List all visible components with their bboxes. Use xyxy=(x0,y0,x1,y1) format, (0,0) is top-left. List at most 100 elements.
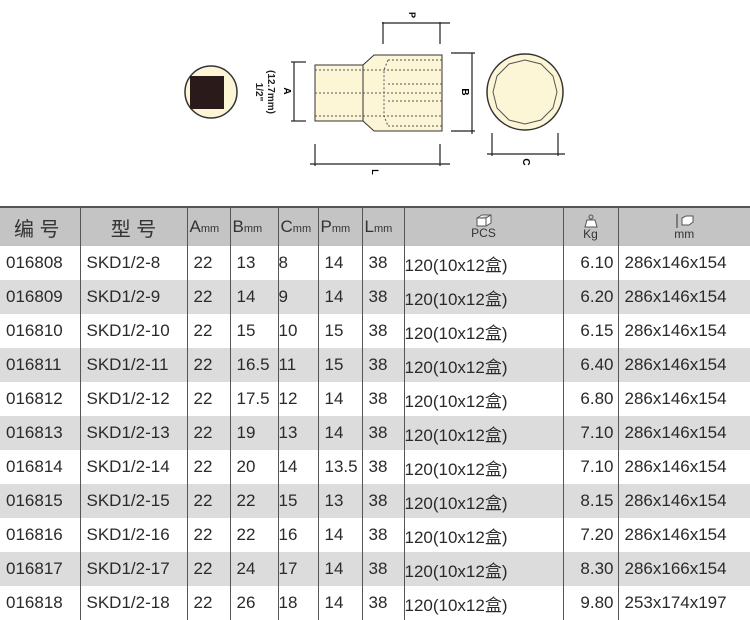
cell-weight: 7.10 xyxy=(562,416,618,450)
cell-item-code: 016818 xyxy=(6,593,63,612)
cell-dim-l: 38 xyxy=(361,552,404,586)
header-l: Lmm xyxy=(361,206,404,246)
cell-weight: 6.40 xyxy=(562,348,618,382)
cell-weight: 6.20 xyxy=(562,280,618,314)
dimension-label-l: L xyxy=(370,169,380,175)
dimension-label-a: A xyxy=(281,87,292,94)
cell-weight: 9.80 xyxy=(562,586,618,620)
dimension-lines xyxy=(291,22,565,166)
cell-dim-a: 22 xyxy=(186,246,230,280)
cell-dim-b: 16.5 xyxy=(229,348,278,382)
header-weight: Kg xyxy=(562,206,618,246)
cell-dim-b: 17.5 xyxy=(229,382,278,416)
cell-carton-size: 286x146x154 xyxy=(617,314,750,348)
cell-dim-p: 15 xyxy=(317,314,362,348)
cell-pcs: 120(10x12盒) xyxy=(403,382,563,416)
cell-item-code: 016817 xyxy=(6,559,63,578)
cell-item-code: 016808 xyxy=(6,253,63,272)
cell-model: SKD1/2-12 xyxy=(79,382,187,416)
cell-dim-l: 38 xyxy=(361,518,404,552)
cell-pcs: 120(10x12盒) xyxy=(403,280,563,314)
cell-dim-a: 22 xyxy=(186,552,230,586)
cell-carton-size: 286x146x154 xyxy=(617,246,750,280)
cell-dim-a: 22 xyxy=(186,280,230,314)
cell-dim-b: 22 xyxy=(229,484,278,518)
cell-weight: 6.15 xyxy=(562,314,618,348)
cell-carton-size: 286x166x154 xyxy=(617,552,750,586)
cell-item-code: 016816 xyxy=(6,525,63,544)
cell-carton-size: 286x146x154 xyxy=(617,280,750,314)
cell-dim-a: 22 xyxy=(186,382,230,416)
cell-dim-b: 13 xyxy=(229,246,278,280)
cell-dim-a: 22 xyxy=(186,416,230,450)
cell-dim-l: 38 xyxy=(361,416,404,450)
cell-model: SKD1/2-10 xyxy=(79,314,187,348)
cell-dim-a: 22 xyxy=(186,586,230,620)
header-a: Amm xyxy=(186,206,230,246)
cell-dim-p: 13.5 xyxy=(317,450,362,484)
cell-item-code: 016814 xyxy=(6,457,63,476)
cell-pcs: 120(10x12盒) xyxy=(403,246,563,280)
cell-model: SKD1/2-15 xyxy=(79,484,187,518)
spec-table: 编 号 型 号 Amm Bmm Cmm Pmm Lmm PCS Kg mm 01… xyxy=(0,206,750,620)
box-icon xyxy=(476,214,491,227)
cell-carton-size: 286x146x154 xyxy=(617,450,750,484)
cell-model: SKD1/2-8 xyxy=(79,246,187,280)
cell-dim-c: 18 xyxy=(277,586,318,620)
cell-carton-size: 286x146x154 xyxy=(617,484,750,518)
cell-dim-p: 14 xyxy=(317,586,362,620)
cell-item-code: 016812 xyxy=(6,389,63,408)
header-b: Bmm xyxy=(229,206,278,246)
drive-end-view xyxy=(184,65,238,119)
cell-dim-p: 14 xyxy=(317,552,362,586)
socket-diagram: 1/2" (12.7mm) A P B L C xyxy=(184,12,565,175)
cell-item-code: 016809 xyxy=(6,287,63,306)
cell-dim-l: 38 xyxy=(361,280,404,314)
cell-weight: 7.20 xyxy=(562,518,618,552)
cell-dim-b: 24 xyxy=(229,552,278,586)
cell-pcs: 120(10x12盒) xyxy=(403,518,563,552)
cell-dim-c: 10 xyxy=(277,314,318,348)
cell-dim-b: 14 xyxy=(229,280,278,314)
cell-dim-l: 38 xyxy=(361,314,404,348)
cell-dim-c: 13 xyxy=(277,416,318,450)
cell-carton-size: 253x174x197 xyxy=(617,586,750,620)
cell-item-code: 016813 xyxy=(6,423,63,442)
cell-dim-b: 22 xyxy=(229,518,278,552)
header-pcs: PCS xyxy=(403,206,563,246)
cell-dim-b: 26 xyxy=(229,586,278,620)
dimension-label-p: P xyxy=(407,12,417,18)
dimension-label-b: B xyxy=(459,88,470,95)
cell-dim-b: 19 xyxy=(229,416,278,450)
cell-item-code: 016815 xyxy=(6,491,63,510)
weight-icon xyxy=(583,214,598,227)
cell-dim-p: 15 xyxy=(317,348,362,382)
cell-dim-p: 14 xyxy=(317,382,362,416)
cell-model: SKD1/2-9 xyxy=(79,280,187,314)
socket-side-view xyxy=(314,54,443,132)
cell-dim-l: 38 xyxy=(361,382,404,416)
cell-model: SKD1/2-11 xyxy=(79,348,187,382)
header-carton-size: mm xyxy=(617,206,750,246)
cell-pcs: 120(10x12盒) xyxy=(403,552,563,586)
drive-size-mm-label: (12.7mm) xyxy=(265,70,276,114)
cell-dim-p: 14 xyxy=(317,518,362,552)
cell-dim-c: 12 xyxy=(277,382,318,416)
table-header-row: 编 号 型 号 Amm Bmm Cmm Pmm Lmm PCS Kg mm xyxy=(0,206,750,246)
cell-dim-c: 15 xyxy=(277,484,318,518)
cell-item-code: 016810 xyxy=(6,321,63,340)
cell-dim-l: 38 xyxy=(361,348,404,382)
cell-dim-p: 14 xyxy=(317,416,362,450)
cell-dim-c: 9 xyxy=(277,280,318,314)
cell-carton-size: 286x146x154 xyxy=(617,382,750,416)
dimension-box-icon xyxy=(676,213,694,228)
cell-dim-l: 38 xyxy=(361,246,404,280)
cell-pcs: 120(10x12盒) xyxy=(403,586,563,620)
cell-weight: 6.10 xyxy=(562,246,618,280)
cell-model: SKD1/2-14 xyxy=(79,450,187,484)
